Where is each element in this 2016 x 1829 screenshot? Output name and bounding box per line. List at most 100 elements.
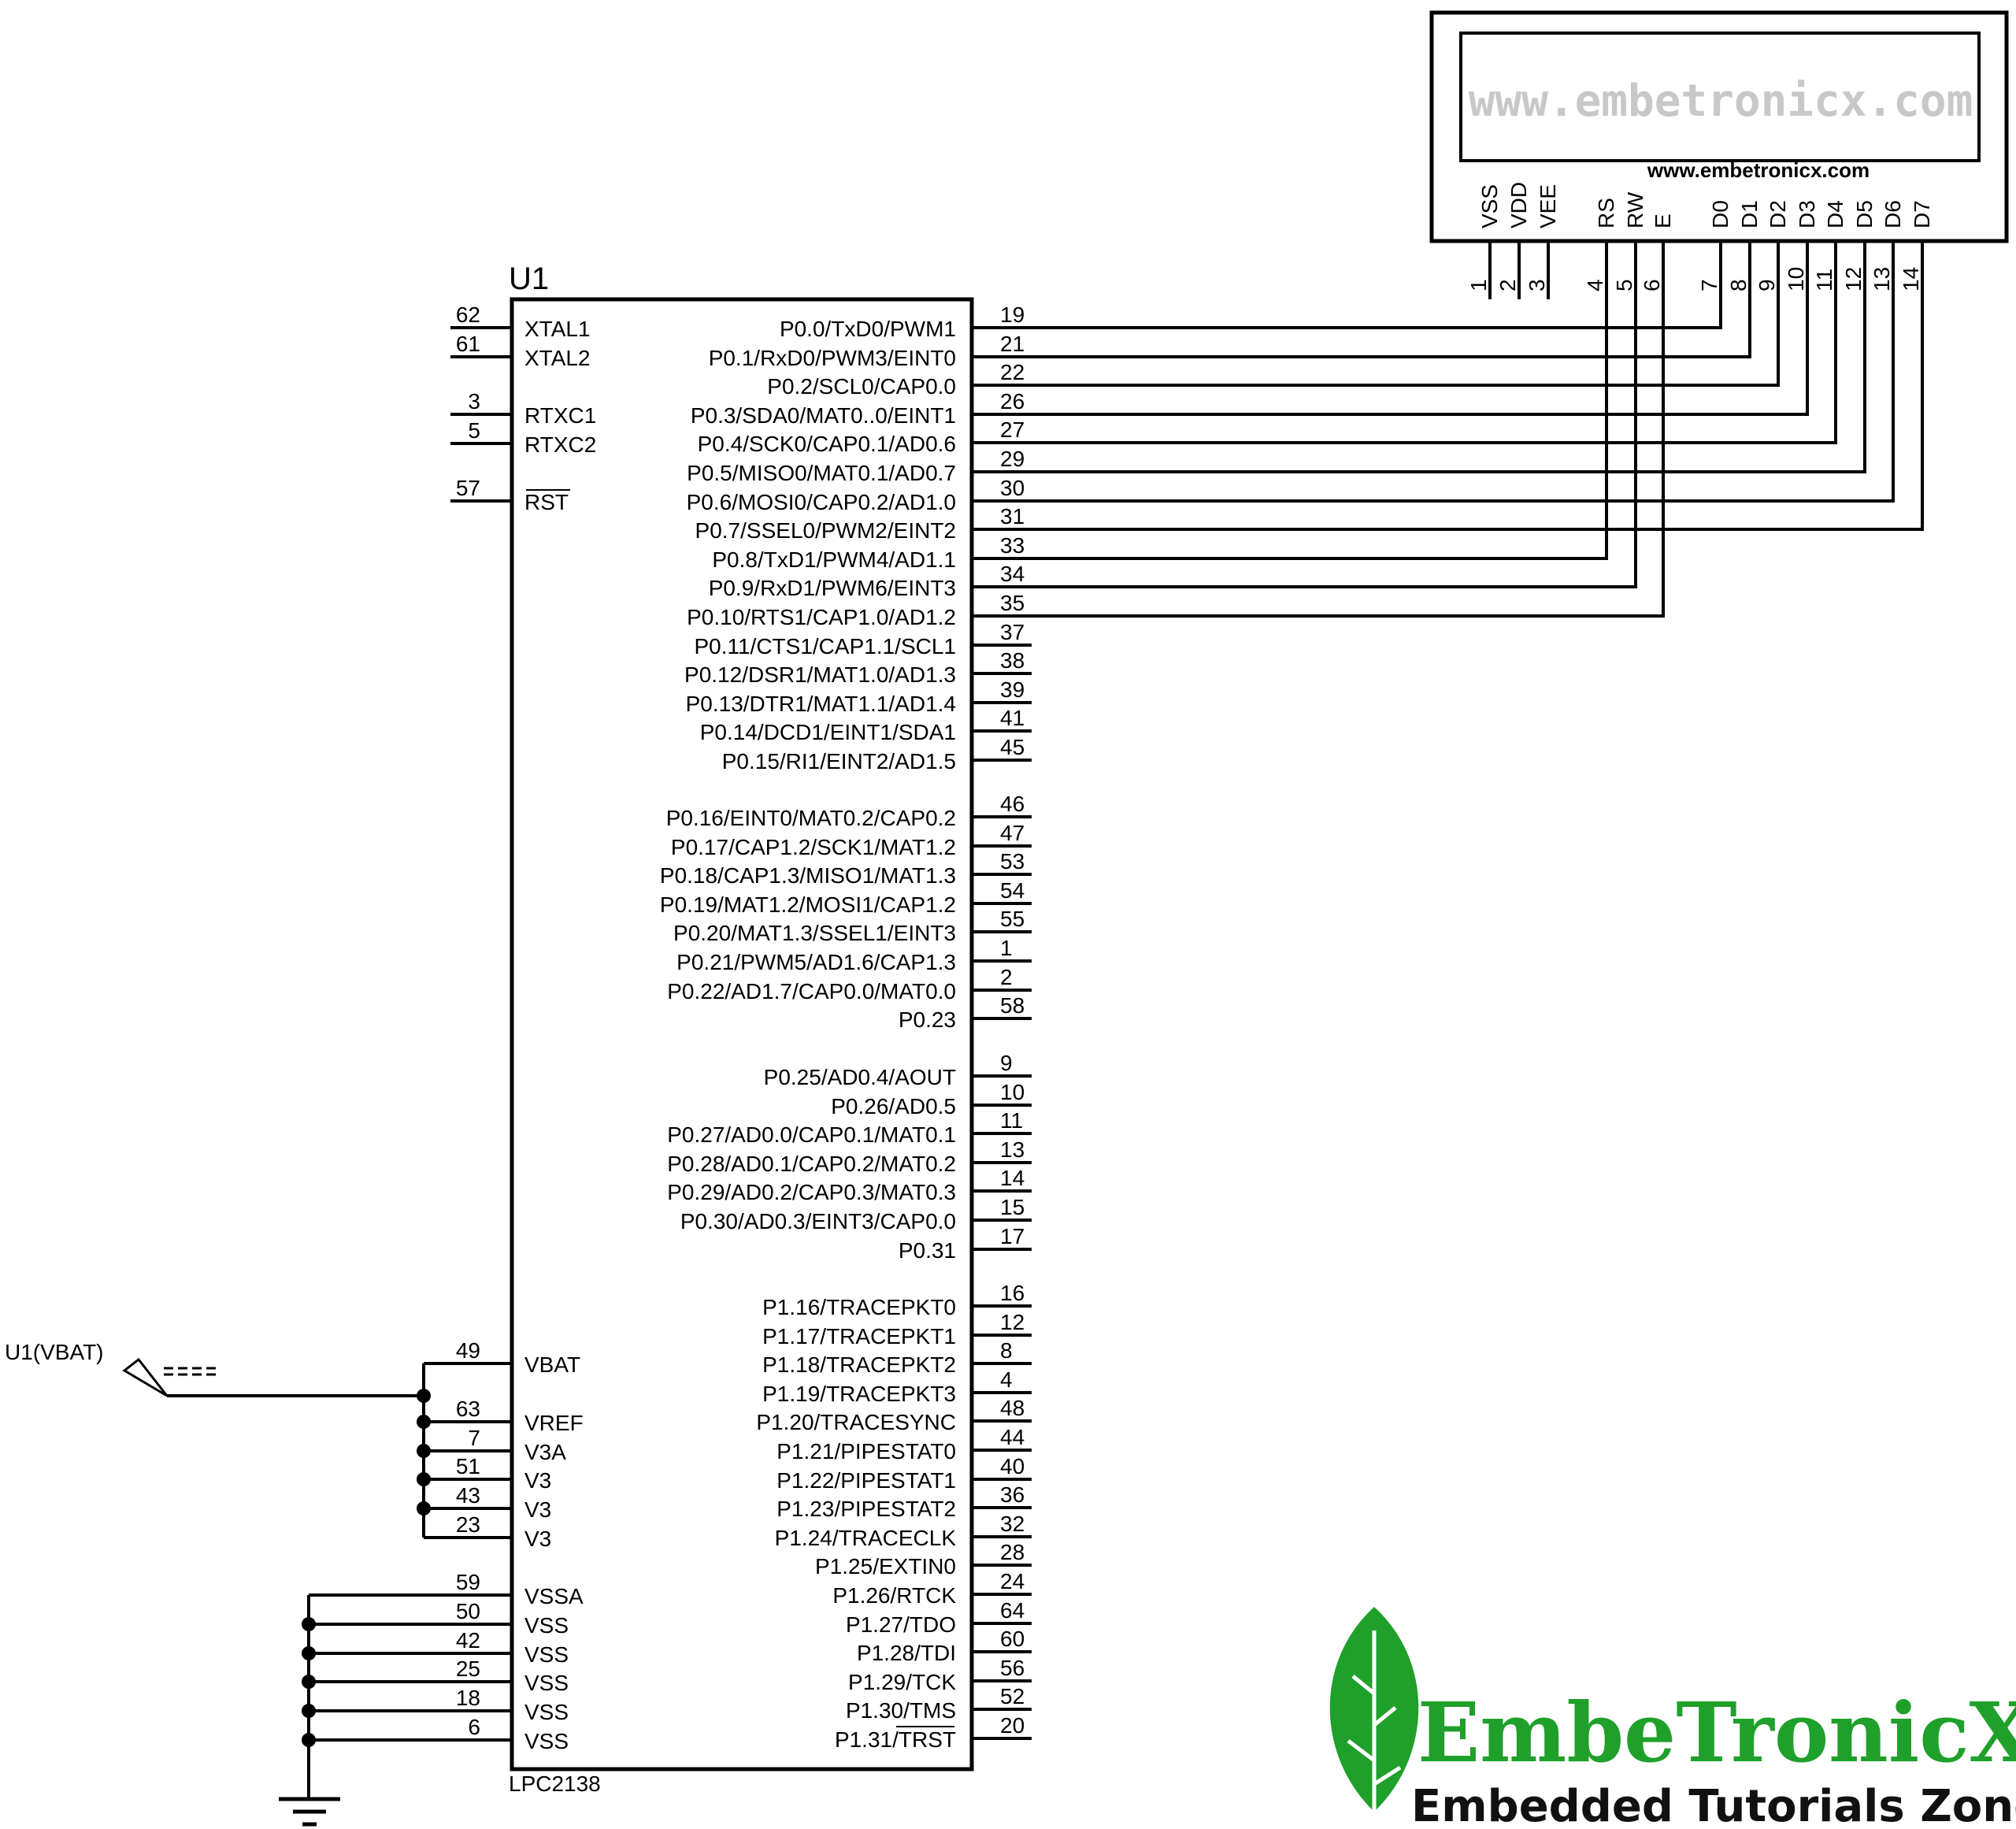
right-pin-name: P1.30/TMS [846,1698,956,1723]
left-pin-name: XTAL2 [524,346,591,370]
right-pin-number: 26 [1000,389,1025,414]
right-pin-name: P1.23/PIPESTAT2 [776,1497,956,1521]
right-pin-name: P0.3/SDA0/MAT0..0/EINT1 [691,403,956,428]
lcd-pin-name: E [1651,213,1675,228]
left-pin-number: 51 [456,1454,480,1478]
right-pin-number: 11 [1000,1108,1023,1133]
right-pin-number: 47 [1000,821,1025,845]
right-pin-name: P0.27/AD0.0/CAP0.1/MAT0.1 [667,1122,956,1147]
right-pin-name: P0.14/DCD1/EINT1/SDA1 [700,720,956,744]
vbat-terminal: U1(VBAT) [5,1340,217,1397]
wire [1032,299,1895,503]
right-pin-name: P1.21/PIPESTAT0 [776,1439,956,1464]
lcd-pin-name: D1 [1737,200,1762,228]
lcd-pin-number: 4 [1583,279,1607,291]
right-pin-number: 46 [1000,792,1025,816]
right-pin-name: P0.26/AD0.5 [831,1094,956,1119]
left-pin-name: VSS [524,1729,569,1753]
right-pin-number: 1 [1000,936,1013,960]
brand-tagline: Embedded Tutorials Zone [1411,1781,2016,1829]
right-pin-number: 53 [1000,849,1025,874]
right-pin-number: 38 [1000,648,1025,673]
brand-name: EmbeTronicX [1418,1684,2016,1781]
right-pin-number: 24 [1000,1569,1025,1593]
right-pin-number: 37 [1000,620,1025,644]
left-pin-number: 63 [456,1397,480,1421]
lcd-pin-number: 10 [1784,267,1808,291]
lcd-pin-name: D5 [1852,200,1877,228]
wire [1032,299,1924,531]
left-pin-number: 59 [456,1570,480,1594]
junction-dot [302,1617,316,1631]
right-pin-number: 15 [1000,1195,1025,1219]
left-pin-number: 23 [456,1512,480,1537]
left-pin-number: 7 [468,1426,480,1450]
right-pin-number: 35 [1000,591,1025,615]
lcd-pin-number: 2 [1495,279,1520,291]
right-pin-number: 54 [1000,878,1025,903]
left-pin-name: VSS [524,1671,569,1695]
junction-dot [417,1389,431,1403]
left-pin-name: V3 [524,1527,551,1551]
right-pin-number: 21 [1000,332,1025,356]
junction-dot [417,1415,431,1429]
right-pin-number: 52 [1000,1684,1025,1708]
right-pin-number: 16 [1000,1281,1025,1305]
junction-dot [417,1501,431,1516]
right-pin-name: P0.28/AD0.1/CAP0.2/MAT0.2 [667,1152,956,1176]
right-pin-number: 40 [1000,1454,1025,1478]
left-pin-name: VSS [524,1642,569,1667]
lcd-pin-name: D0 [1708,200,1732,228]
lcd-pin-number: 11 [1812,269,1836,291]
right-pin-name: P0.12/DSR1/MAT1.0/AD1.3 [684,662,956,687]
right-pin-number: 33 [1000,533,1025,558]
right-pin-number: 28 [1000,1540,1025,1564]
wire [1032,299,1837,444]
right-pin-name: P1.31/TRST [835,1727,956,1752]
lcd-pin-name: D2 [1766,200,1790,228]
junction-dot [417,1444,431,1458]
lcd-pin-number: 1 [1466,279,1491,291]
lcd-pin-number: 8 [1726,279,1751,291]
right-pin-number: 12 [1000,1310,1025,1334]
right-pin-name: P1.25/EXTIN0 [815,1554,956,1579]
right-pin-number: 58 [1000,993,1025,1018]
right-pin-number: 20 [1000,1713,1025,1738]
left-pin-name: VBAT [524,1352,580,1377]
right-pin-name: P0.0/TxD0/PWM1 [780,317,956,341]
lcd-pin-number: 3 [1525,279,1549,291]
lcd-pin-number: 6 [1640,279,1664,291]
left-pin-name: V3 [524,1497,551,1522]
right-pin-name: P0.25/AD0.4/AOUT [764,1065,956,1089]
left-pin-name: RTXC2 [524,432,596,457]
chip-part: LPC2138 [509,1771,601,1796]
left-pin-number: 5 [468,418,480,443]
wire [1032,299,1665,618]
lcd-site-label: www.embetronicx.com [1647,158,1870,182]
left-pin-number: 3 [468,389,480,414]
lcd-pin-number: 13 [1870,267,1894,291]
right-pin-name: P1.18/TRACEPKT2 [762,1352,956,1377]
lcd-screen-text: www.embetronicx.com [1469,76,1973,127]
right-pin-number: 9 [1000,1051,1013,1075]
wire [1032,299,1608,560]
right-pin-name: P0.10/RTS1/CAP1.0/AD1.2 [687,605,956,629]
left-pin-number: 61 [456,332,480,356]
right-pin-number: 10 [1000,1080,1025,1104]
vbat-label: U1(VBAT) [5,1340,104,1364]
left-pin-name: VSS [524,1700,569,1724]
left-pin-name: RST [524,490,569,514]
lcd-pin-name: VDD [1506,182,1531,228]
junction-dot [302,1646,316,1660]
right-pin-number: 56 [1000,1656,1025,1680]
lcd-pin-number: 7 [1697,279,1721,291]
right-pin-name: P1.20/TRACESYNC [756,1410,956,1434]
right-pin-name: P1.29/TCK [848,1670,956,1694]
right-pin-name: P0.11/CTS1/CAP1.1/SCL1 [694,634,956,659]
right-pin-number: 2 [1000,965,1013,989]
right-pin-name: P0.20/MAT1.3/SSEL1/EINT3 [673,921,956,945]
right-pin-number: 19 [1000,302,1025,327]
left-pin-name: VSS [524,1613,569,1638]
right-pin-name: P0.21/PWM5/AD1.6/CAP1.3 [676,950,956,974]
lcd-pin-name: RS [1594,198,1618,228]
